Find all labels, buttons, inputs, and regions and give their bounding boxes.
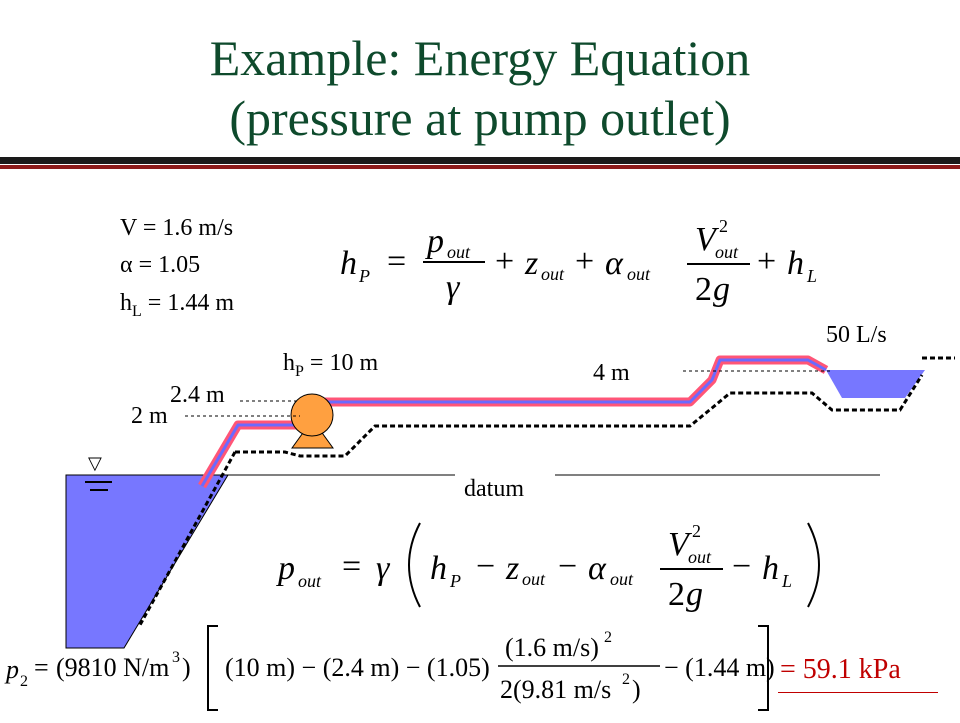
svg-text:α: α [588, 550, 607, 587]
svg-text:): ) [632, 675, 641, 704]
reservoir-water [65, 474, 229, 649]
title-rule [0, 157, 960, 171]
svg-text:γ: γ [446, 269, 461, 306]
svg-text:L: L [806, 266, 817, 286]
svg-text:out: out [541, 264, 565, 284]
svg-text:γ: γ [376, 550, 391, 587]
svg-text:out: out [627, 264, 651, 284]
pipe-system-diagram [65, 355, 955, 649]
substitution-equation-svg: p 2 = (9810 N/m 3 ) (10 m) − (2.4 m) − (… [4, 625, 775, 711]
svg-text:p: p [425, 223, 444, 260]
svg-text:− (1.44 m): − (1.44 m) [664, 653, 775, 682]
svg-text:): ) [182, 653, 191, 682]
elev-4m-label: 4 m [593, 360, 630, 386]
pump-head-label: hP = 10 m [283, 350, 378, 381]
svg-text:+: + [575, 243, 594, 280]
slide-title: Example: Energy Equation (pressure at pu… [0, 28, 960, 148]
svg-text:z: z [524, 245, 538, 282]
pump-head-sub: P [295, 362, 304, 380]
svg-text:2: 2 [20, 673, 28, 690]
svg-text:−: − [732, 548, 751, 585]
svg-text:p: p [4, 655, 19, 684]
svg-text:3: 3 [172, 649, 180, 666]
svg-text:2: 2 [622, 671, 630, 688]
svg-text:(9810 N/m: (9810 N/m [56, 653, 169, 682]
svg-text:(10 m) − (2.4 m) − (1.05): (10 m) − (2.4 m) − (1.05) [225, 653, 490, 682]
ground-slope [138, 451, 237, 626]
water-surface-icon: ▽ [88, 453, 102, 473]
alpha-label: α = 1.05 [120, 252, 200, 279]
svg-text:out: out [447, 242, 471, 262]
svg-text:out: out [610, 569, 634, 589]
energy-equation: h P = p out γ + z out + α out V 2 out 2 … [335, 210, 855, 310]
svg-text:h: h [340, 245, 357, 282]
alpha-symbol: α [120, 252, 133, 278]
svg-text:(1.6 m/s): (1.6 m/s) [505, 633, 599, 662]
alpha-value: = 1.05 [132, 252, 201, 278]
svg-text:z: z [505, 550, 519, 587]
svg-text:g: g [686, 576, 703, 613]
result-underline [778, 692, 938, 693]
svg-text:−: − [558, 548, 577, 585]
svg-text:out: out [688, 547, 712, 567]
pump-head-h: h [283, 350, 295, 376]
svg-text:out: out [522, 569, 546, 589]
flow-rate-label: 50 L/s [826, 322, 887, 348]
head-loss-value: = 1.44 m [141, 290, 234, 316]
result-value: = 59.1 kPa [780, 654, 901, 685]
svg-text:=: = [387, 243, 406, 280]
svg-text:2: 2 [692, 521, 701, 541]
elev-2-4m-label: 2.4 m [170, 382, 225, 408]
pipe-core [200, 358, 827, 487]
svg-text:P: P [358, 266, 370, 286]
svg-text:2: 2 [668, 576, 685, 613]
velocity-label: V = 1.6 m/s [120, 215, 234, 241]
energy-equation-svg: h P = p out γ + z out + α out V 2 out 2 … [340, 216, 817, 308]
title-line-2: (pressure at pump outlet) [229, 90, 731, 146]
svg-text:P: P [449, 571, 461, 591]
svg-text:=: = [34, 653, 49, 682]
rearranged-equation: p out = γ h P − z out − α out V 2 out 2 … [270, 515, 840, 615]
svg-text:=: = [342, 548, 361, 585]
svg-text:2: 2 [695, 271, 712, 308]
rearranged-equation-svg: p out = γ h P − z out − α out V 2 out 2 … [276, 521, 820, 613]
svg-text:L: L [781, 571, 792, 591]
svg-text:p: p [276, 550, 295, 587]
svg-text:α: α [605, 245, 624, 282]
svg-text:h: h [787, 245, 804, 282]
svg-text:2: 2 [604, 629, 612, 646]
head-loss-label: hL = 1.44 m [120, 290, 234, 321]
elev-2m-label: 2 m [131, 403, 168, 429]
svg-text:2: 2 [719, 216, 728, 236]
svg-text:h: h [762, 550, 779, 587]
head-loss-h: h [120, 290, 132, 316]
svg-text:+: + [495, 243, 514, 280]
outlet-tank-water [826, 370, 925, 398]
svg-text:h: h [430, 550, 447, 587]
svg-text:2(9.81 m/s: 2(9.81 m/s [500, 675, 611, 704]
pump-body [290, 393, 334, 437]
pump-head-value: = 10 m [303, 350, 379, 376]
svg-text:out: out [298, 571, 322, 591]
svg-text:+: + [757, 243, 776, 280]
svg-text:g: g [713, 271, 730, 308]
datum-label: datum [464, 476, 524, 502]
ground-line [235, 374, 924, 458]
title-line-1: Example: Energy Equation [209, 30, 751, 86]
svg-text:−: − [476, 548, 495, 585]
head-loss-sub: L [132, 302, 142, 320]
svg-text:out: out [715, 242, 739, 262]
substitution-equation: p 2 = (9810 N/m 3 ) (10 m) − (2.4 m) − (… [0, 618, 780, 718]
